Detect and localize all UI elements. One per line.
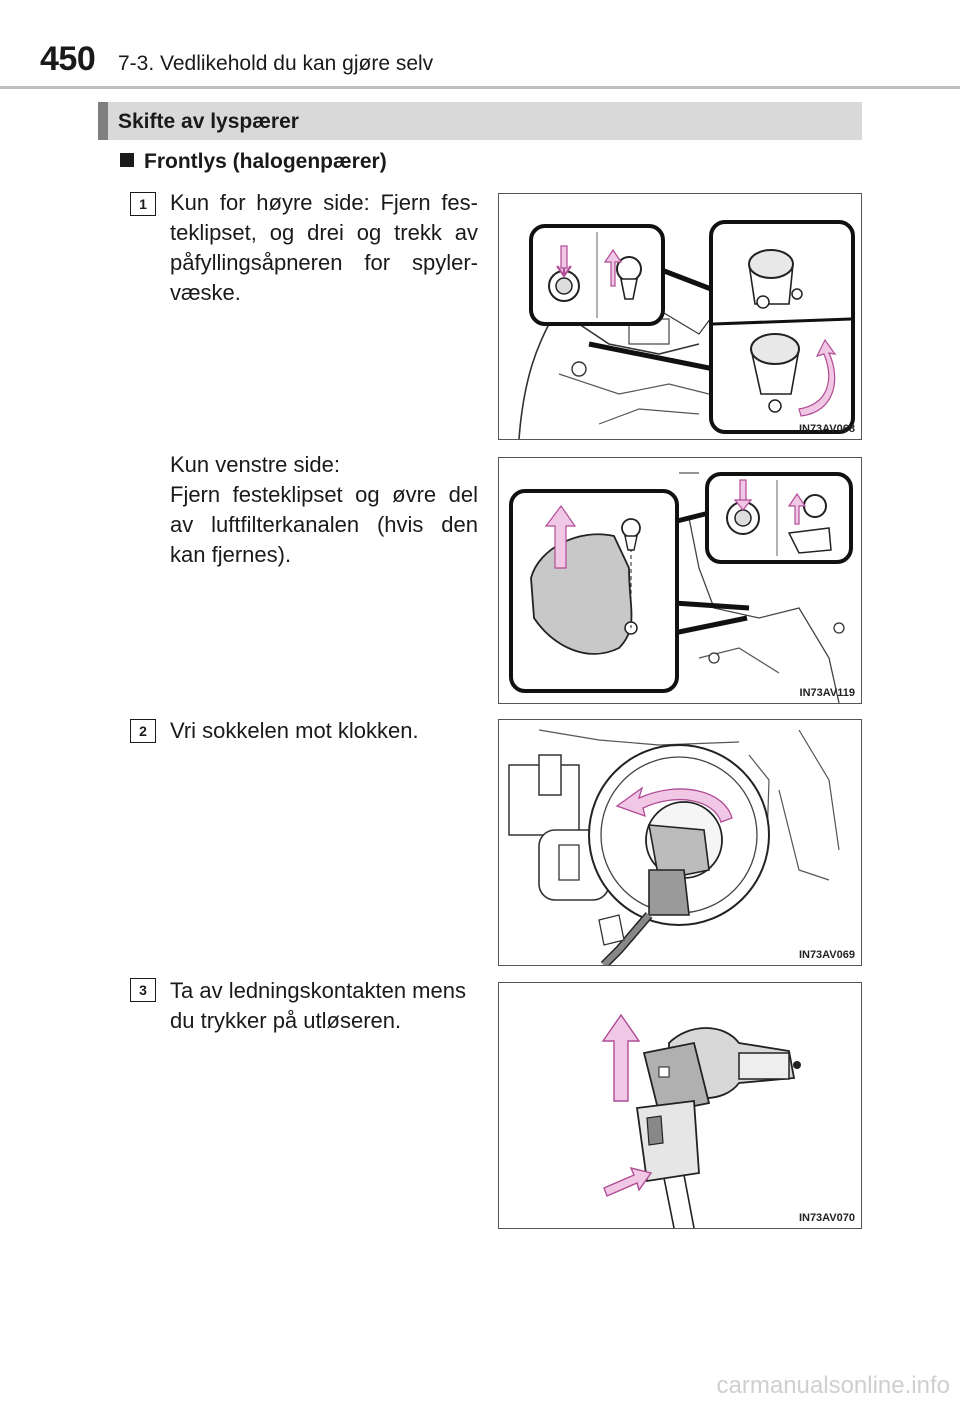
heading-band: Skifte av lyspærer	[98, 102, 862, 140]
step-2-text: Vri sokkelen mot klokken.	[170, 718, 419, 743]
figure-2-illustration	[509, 472, 853, 703]
heading-accent	[98, 102, 108, 140]
page-number: 450	[40, 40, 96, 78]
heading-title: Skifte av lyspærer	[118, 110, 299, 133]
figure-4-illustration	[601, 1013, 801, 1228]
step-badge-1: 1	[130, 192, 156, 216]
header-rule	[0, 86, 960, 89]
step-1-text: Kun for høyre side: Fjern fes­teklipset,…	[170, 190, 478, 305]
subheading-text: Frontlys (halogenpærer)	[144, 150, 387, 173]
figure-3: IN73AV069	[498, 719, 862, 966]
section-title: 7-3. Vedlikehold du kan gjøre selv	[118, 52, 434, 75]
figure-2-code: IN73AV119	[799, 687, 855, 699]
figure-1-code: IN73AV068	[798, 423, 855, 435]
figure-1: IN73AV068	[498, 193, 862, 440]
figure-3-illustration	[508, 729, 840, 965]
step-3-text: Ta av ledningskontakten mens du trykker …	[170, 978, 466, 1033]
figure-1-illustration	[518, 220, 855, 439]
step-1b-line2: Fjern festeklipset og øvre del av luftfi…	[170, 482, 478, 567]
subheading: Frontlys (halogenpærer)	[120, 150, 387, 174]
step-badge-2: 2	[130, 719, 156, 743]
step-1b-line1: Kun venstre side:	[170, 452, 340, 477]
figure-4: IN73AV070	[498, 982, 862, 1229]
figure-4-code: IN73AV070	[798, 1212, 855, 1224]
bullet-square-icon	[120, 153, 134, 167]
footer-watermark: carmanualsonline.info	[716, 1372, 950, 1399]
step-badge-3: 3	[130, 978, 156, 1002]
figure-2: IN73AV119	[498, 457, 862, 704]
figure-3-code: IN73AV069	[798, 949, 855, 961]
